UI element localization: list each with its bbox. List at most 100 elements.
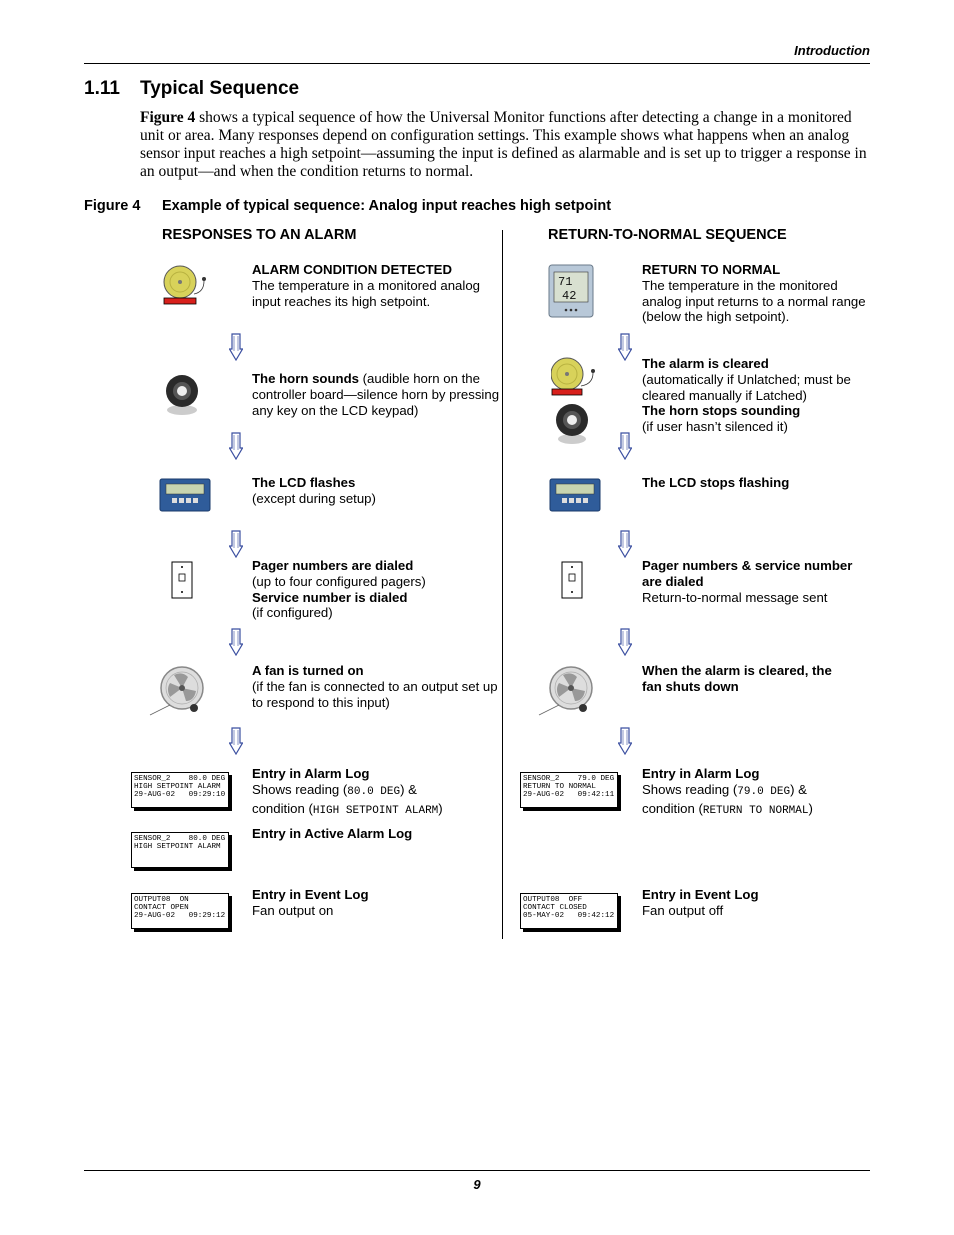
alarm-log-title: Entry in Alarm Log xyxy=(642,766,759,781)
down-arrow-icon xyxy=(618,727,632,755)
alarm-log-body-part: Shows reading ( xyxy=(642,782,737,797)
alarm-log-body-part: Shows reading ( xyxy=(252,782,347,797)
alarm-log-body-part: condition ( xyxy=(642,801,703,816)
alarm-detected-body: The temperature in a monitored analog in… xyxy=(252,278,480,309)
event-log-title: Entry in Event Log xyxy=(642,887,759,902)
alarm-log-body-part: ) & xyxy=(790,782,807,797)
return-normal-body: The temperature in the monitored analog … xyxy=(642,278,866,325)
service-dialed-title: Service number is dialed xyxy=(252,590,407,605)
horn-icon xyxy=(554,402,590,446)
alarm-log-text: Entry in Alarm Log Shows reading (80.0 D… xyxy=(252,766,492,819)
return-normal-text: RETURN TO NORMAL The temperature in the … xyxy=(642,262,870,325)
screen-line: HIGH SETPOINT ALARM xyxy=(134,843,226,851)
intro-text: shows a typical sequence of how the Univ… xyxy=(140,109,867,180)
alarm-cleared-body: (automatically if Unlatched; must be cle… xyxy=(642,372,851,403)
alarm-cleared-title: The alarm is cleared xyxy=(642,356,769,371)
event-log-text: Entry in Event Log Fan output off xyxy=(642,887,870,919)
alarm-log-body-part: ) & xyxy=(400,782,417,797)
header-section-label: Introduction xyxy=(794,43,870,58)
column-divider xyxy=(502,230,503,939)
display-bottom-reading: 42 xyxy=(562,289,576,303)
screen-line: OUTPUT08 ON xyxy=(134,896,226,904)
service-dialed-body: (if configured) xyxy=(252,605,333,620)
fan-off-text: When the alarm is cleared, the fan shuts… xyxy=(642,663,832,695)
down-arrow-icon xyxy=(618,530,632,558)
lcd-flash-text: The LCD flashes (except during setup) xyxy=(252,475,502,507)
fan-icon xyxy=(537,663,597,719)
pager-dialed-title: Pager numbers are dialed xyxy=(252,558,413,573)
right-column-heading: RETURN-TO-NORMAL SEQUENCE xyxy=(548,227,787,243)
fan-off-title: When the alarm is cleared, the fan shuts… xyxy=(642,663,832,694)
fan-icon xyxy=(148,663,208,719)
header-rule xyxy=(84,63,870,64)
alarm-detected-title: ALARM CONDITION DETECTED xyxy=(252,262,452,277)
pager-dialed-text: Pager numbers are dialed (up to four con… xyxy=(252,558,502,621)
figure-number: Figure 4 xyxy=(84,198,162,214)
return-normal-title: RETURN TO NORMAL xyxy=(642,262,780,277)
section-title: Typical Sequence xyxy=(140,78,299,99)
display-top-reading: 71 xyxy=(558,275,572,289)
pager-rtn-text: Pager numbers & service number are diale… xyxy=(642,558,870,605)
horn-title: The horn sounds xyxy=(252,371,359,386)
page-number: 9 xyxy=(0,1177,954,1192)
screen-line: HIGH SETPOINT ALARM xyxy=(134,783,226,791)
screen-line: SENSOR_2 80.0 DEG xyxy=(134,775,226,783)
down-arrow-icon xyxy=(229,333,243,361)
alarm-detected-text: ALARM CONDITION DETECTED The temperature… xyxy=(252,262,502,309)
phone-jack-icon xyxy=(561,561,583,599)
intro-paragraph: Figure 4 shows a typical sequence of how… xyxy=(140,109,872,181)
screen-line: OUTPUT08 OFF xyxy=(523,896,615,904)
lcd-keypad-icon xyxy=(159,478,211,512)
down-arrow-icon xyxy=(229,432,243,460)
screen-line: 29-AUG-02 09:29:12 xyxy=(134,912,226,920)
alarm-log-condition: HIGH SETPOINT ALARM xyxy=(313,805,438,817)
fan-on-text: A fan is turned on (if the fan is connec… xyxy=(252,663,502,710)
pager-rtn-body: Return-to-normal message sent xyxy=(642,590,827,605)
screen-line: SENSOR_2 80.0 DEG xyxy=(134,835,226,843)
temperature-display-icon: 71 42 xyxy=(548,264,594,318)
event-log-body: Fan output off xyxy=(642,903,723,918)
screen-line: RETURN TO NORMAL xyxy=(523,783,615,791)
event-log-text: Entry in Event Log Fan output on xyxy=(252,887,502,919)
lcd-stops-title: The LCD stops flashing xyxy=(642,475,789,490)
pager-rtn-title: Pager numbers & service number are diale… xyxy=(642,558,852,589)
lcd-stops-text: The LCD stops flashing xyxy=(642,475,870,491)
phone-jack-icon xyxy=(171,561,193,599)
lcd-flash-title: The LCD flashes xyxy=(252,475,355,490)
down-arrow-icon xyxy=(618,628,632,656)
event-log-body: Fan output on xyxy=(252,903,333,918)
lcd-keypad-icon xyxy=(549,478,601,512)
horn-stops-title: The horn stops sounding xyxy=(642,403,800,418)
alarm-log-reading: 79.0 DEG xyxy=(737,786,790,798)
horn-text: The horn sounds (audible horn on the con… xyxy=(252,371,502,418)
down-arrow-icon xyxy=(229,530,243,558)
screen-line: 29-AUG-02 09:29:10 xyxy=(134,791,226,799)
horn-icon xyxy=(163,372,201,418)
section-number: 1.11 xyxy=(84,78,140,100)
alarm-log-body-part: condition ( xyxy=(252,801,313,816)
alarm-log-body-part: ) xyxy=(808,801,812,816)
screen-line: SENSOR_2 79.0 DEG xyxy=(523,775,615,783)
active-alarm-log-text: Entry in Active Alarm Log xyxy=(252,826,502,842)
fan-on-body: (if the fan is connected to an output se… xyxy=(252,679,498,710)
down-arrow-icon xyxy=(618,333,632,361)
down-arrow-icon xyxy=(229,628,243,656)
pager-dialed-body: (up to four configured pagers) xyxy=(252,574,426,589)
alarm-bell-icon xyxy=(162,262,210,308)
alarm-log-title: Entry in Alarm Log xyxy=(252,766,369,781)
active-alarm-log-title: Entry in Active Alarm Log xyxy=(252,826,412,841)
screen-line: 05-MAY-02 09:42:12 xyxy=(523,912,615,920)
down-arrow-icon xyxy=(618,432,632,460)
alarm-log-text: Entry in Alarm Log Shows reading (79.0 D… xyxy=(642,766,870,819)
fan-on-title: A fan is turned on xyxy=(252,663,364,678)
screen-line: 29-AUG-02 09:42:11 xyxy=(523,791,615,799)
figure-reference: Figure 4 xyxy=(140,109,195,126)
screen-line: CONTACT OPEN xyxy=(134,904,226,912)
